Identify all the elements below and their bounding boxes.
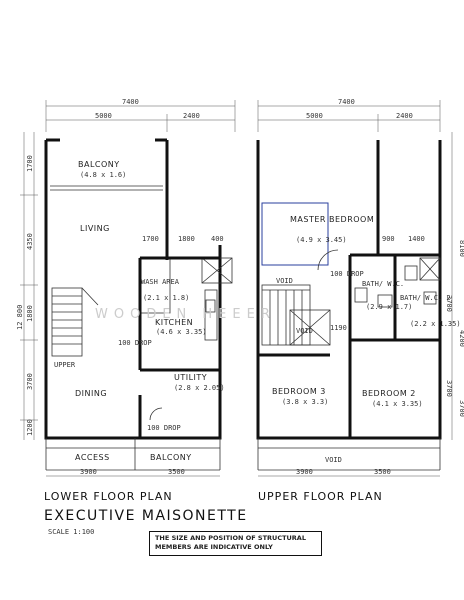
lower-label-1800: 1800 <box>178 235 195 243</box>
upper-dim-right: 2400 <box>396 112 413 120</box>
lower-label-400: 400 <box>211 235 224 243</box>
lower-dim-total: 7400 <box>122 98 139 106</box>
watermark: WOODEN HEEER <box>95 307 276 322</box>
upper-plan-title: UPPER FLOOR PLAN <box>258 490 383 503</box>
lower-dim-bottom-2: 3500 <box>168 468 185 476</box>
lower-room-balcony-top-size: (4.8 x 1.6) <box>80 171 126 179</box>
upper-dim-right-5: 3700 <box>458 400 464 417</box>
upper-dim-bottom-2: 3500 <box>374 468 391 476</box>
lower-dim-bottom-1: 3900 <box>80 468 97 476</box>
lower-label-1700: 1700 <box>142 235 159 243</box>
upper-label-900: 900 <box>382 235 395 243</box>
lower-room-wash: WASH AREA <box>141 278 180 286</box>
lower-room-utility-size: (2.8 x 2.05) <box>174 384 225 392</box>
lower-room-balcony-bottom: BALCONY <box>150 453 192 462</box>
upper-room-void2: VOID <box>296 327 313 335</box>
lower-dim-left-5: 3700 <box>26 373 34 390</box>
upper-room-bed2: BEDROOM 2 <box>362 389 416 398</box>
upper-label-1190: 1190 <box>330 324 347 332</box>
upper-room-bath2-size: (2.2 x 1.35) <box>410 320 461 328</box>
upper-room-master-size: (4.9 x 3.45) <box>296 236 347 244</box>
upper-room-bed2-size: (4.1 x 3.35) <box>372 400 423 408</box>
upper-floor-plan: 7400 5000 2400 8100 3700 4200 3700 3700 <box>256 98 464 477</box>
upper-label-1400: 1400 <box>408 235 425 243</box>
upper-dim-total: 7400 <box>338 98 355 106</box>
upper-room-bath2: BATH/ W.C. 2 <box>400 294 451 302</box>
scale-label: SCALE 1:100 <box>48 528 94 536</box>
lower-room-balcony-top: BALCONY <box>78 160 120 169</box>
lower-floor-plan: 7400 5000 2400 1700 4350 12 800 1800 370… <box>16 98 236 477</box>
upper-room-void3: VOID <box>325 456 342 464</box>
upper-room-bath1: BATH/ W.C. <box>362 280 404 288</box>
lower-dim-left-6: 1200 <box>26 419 34 436</box>
lower-room-kitchen: KITCHEN <box>155 318 193 327</box>
upper-room-bed3-size: (3.8 x 3.3) <box>282 398 328 406</box>
lower-label-drop1: 100 DROP <box>118 339 152 347</box>
structural-note: THE SIZE AND POSITION OF STRUCTURAL MEMB… <box>149 531 322 556</box>
upper-room-void1: VOID <box>276 277 293 285</box>
lower-label-upper: UPPER <box>54 361 76 369</box>
lower-room-kitchen-size: (4.6 x 3.35) <box>156 328 207 336</box>
lower-dim-left: 5000 <box>95 112 112 120</box>
main-title: EXECUTIVE MAISONETTE <box>44 508 248 524</box>
lower-dim-left-4: 1800 <box>26 305 34 322</box>
upper-dim-right-4: 3700 <box>445 380 453 397</box>
upper-room-bath1-size: (2.9 x 1.7) <box>366 303 412 311</box>
lower-dim-left-2: 4350 <box>26 233 34 250</box>
lower-room-utility: UTILITY <box>174 373 207 382</box>
upper-dim-right-1: 8100 <box>458 240 464 257</box>
lower-dim-right: 2400 <box>183 112 200 120</box>
lower-dim-left-3: 12 800 <box>16 305 24 330</box>
lower-room-access: ACCESS <box>75 453 110 462</box>
lower-label-drop2: 100 DROP <box>147 424 181 432</box>
upper-dim-right-3: 4200 <box>458 330 464 347</box>
lower-room-living: LIVING <box>80 224 110 233</box>
lower-room-dining: DINING <box>75 389 107 398</box>
lower-room-wash-size: (2.1 x 1.8) <box>143 294 189 302</box>
upper-room-bed3: BEDROOM 3 <box>272 387 326 396</box>
lower-dim-left-1: 1700 <box>26 155 34 172</box>
lower-plan-title: LOWER FLOOR PLAN <box>44 490 173 503</box>
upper-label-drop: 100 DROP <box>330 270 364 278</box>
upper-dim-bottom-1: 3900 <box>296 468 313 476</box>
upper-dim-left: 5000 <box>306 112 323 120</box>
upper-dim-right-2: 3700 <box>445 295 453 312</box>
upper-room-master: MASTER BEDROOM <box>290 215 374 224</box>
